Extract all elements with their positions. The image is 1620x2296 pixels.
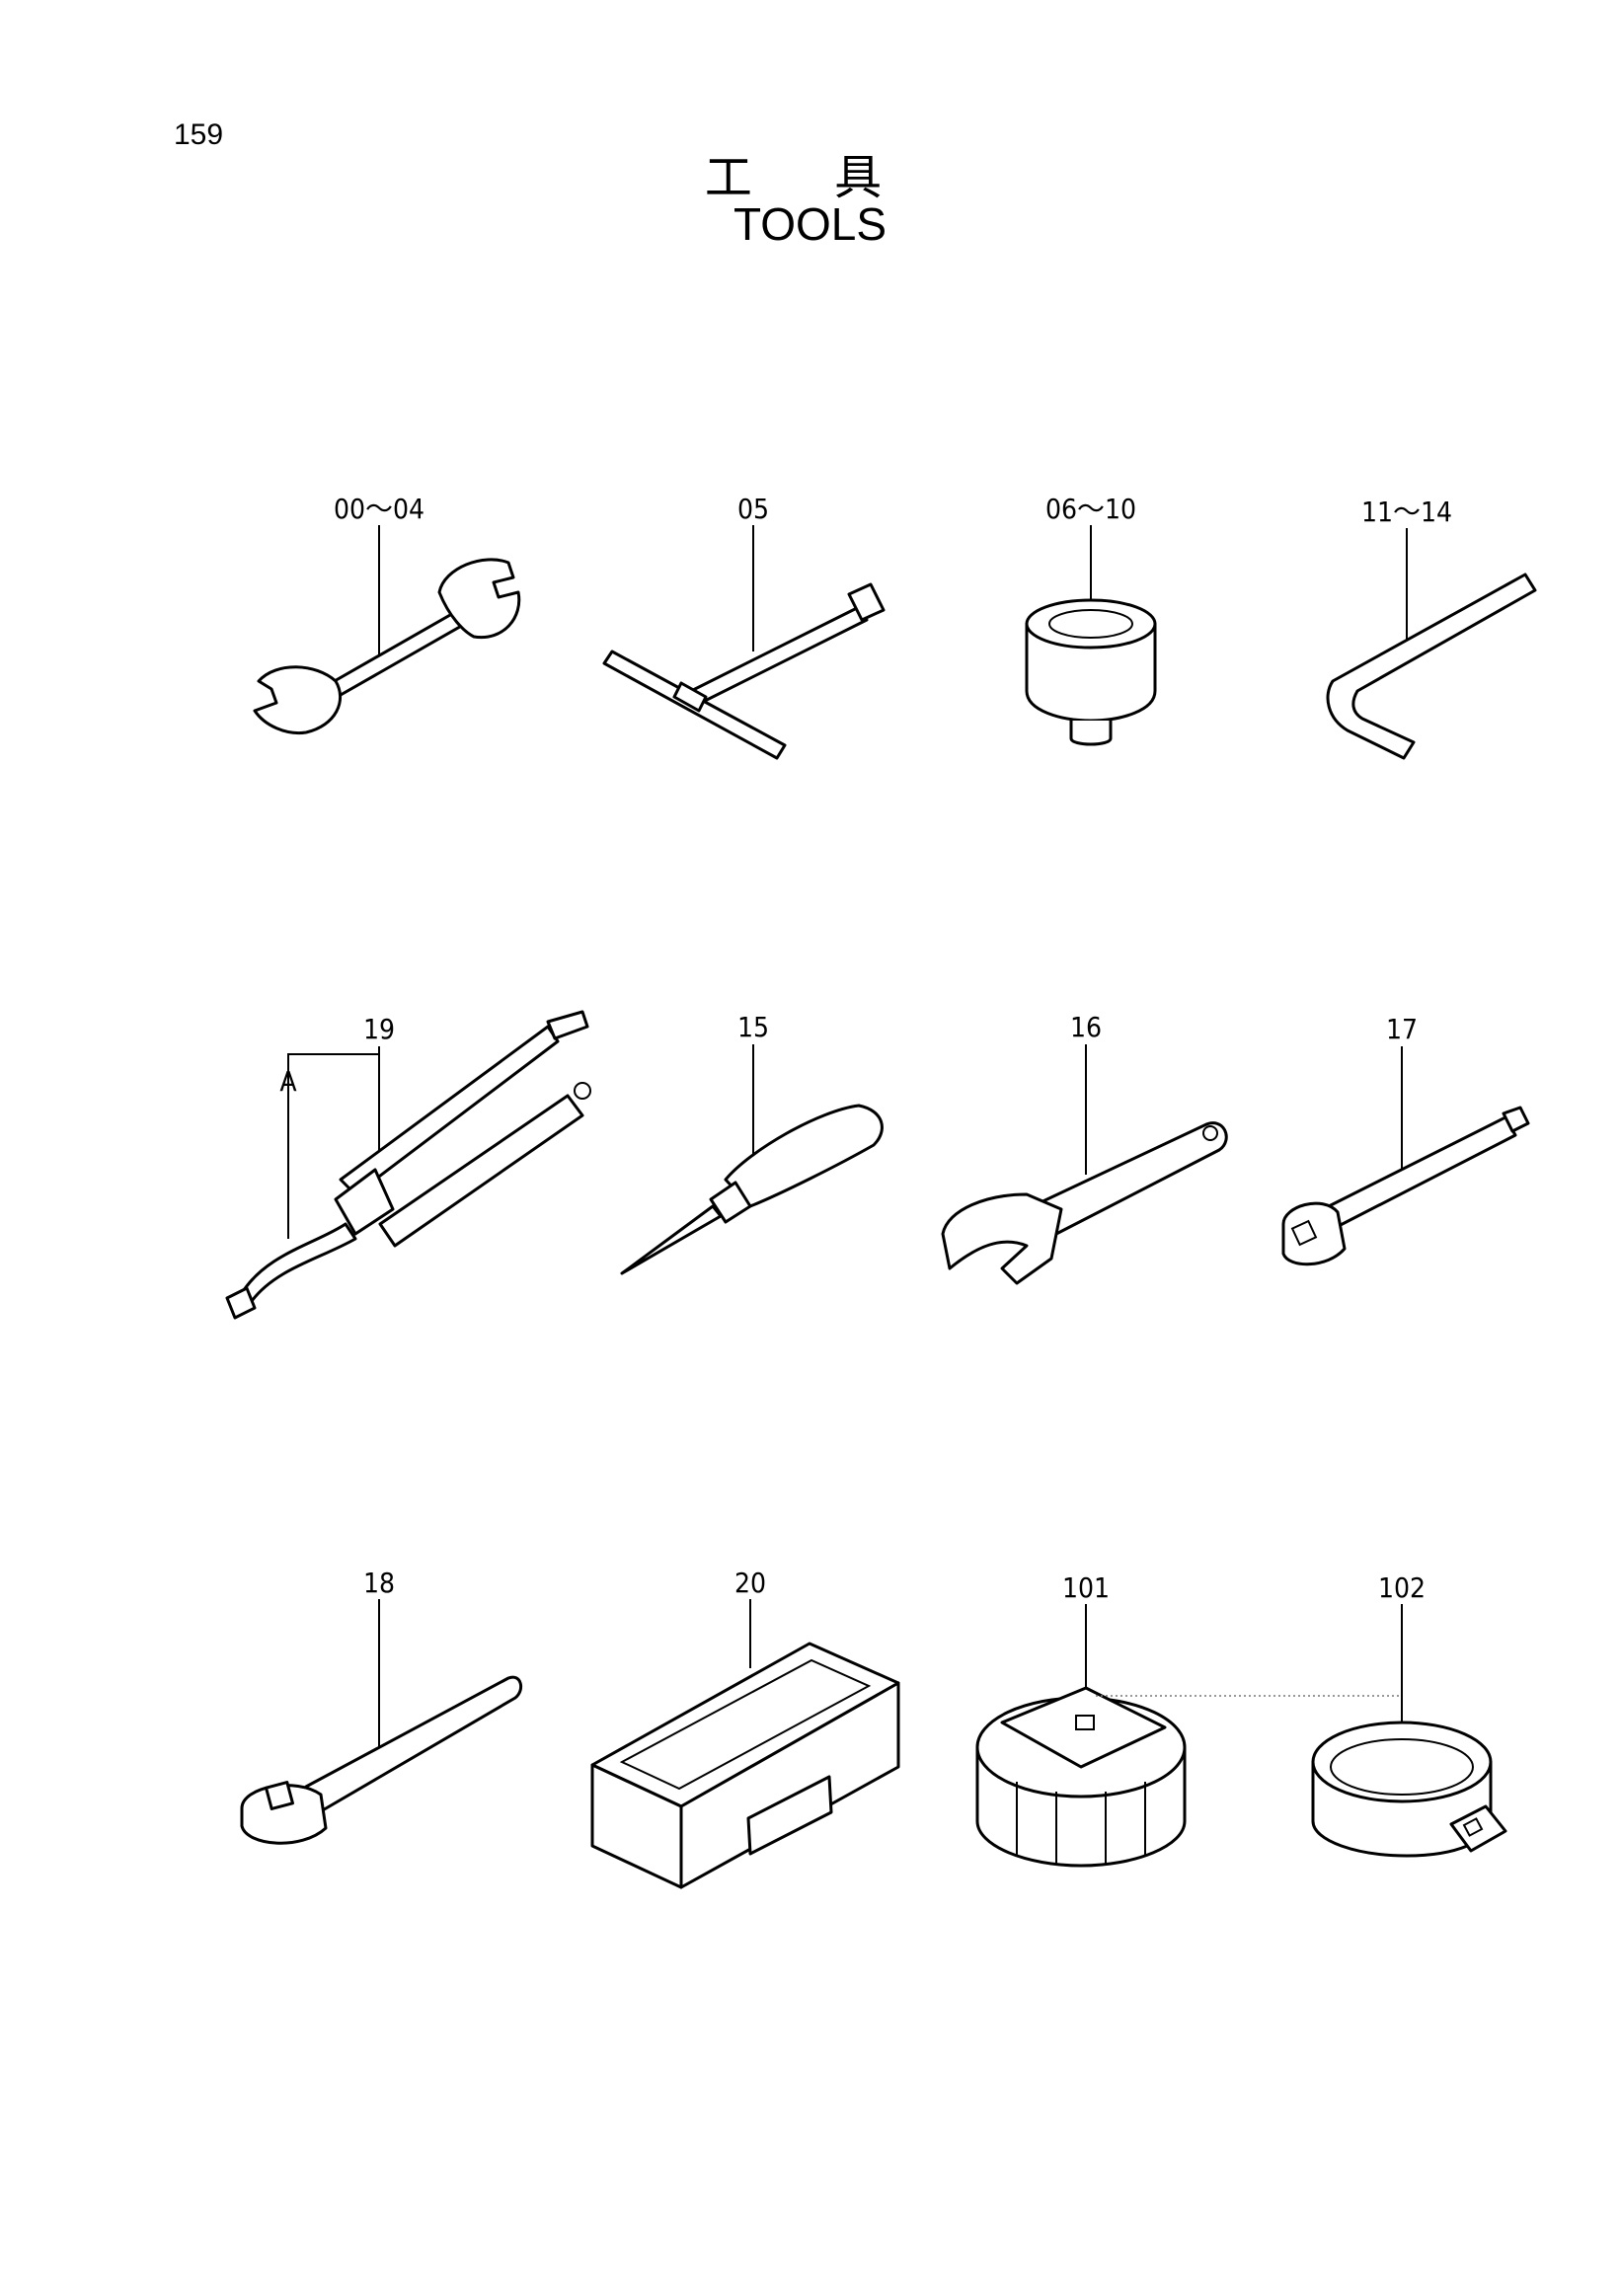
callout-screwdriver: 15 xyxy=(737,1011,769,1043)
callout-wrench: 00～04 xyxy=(334,493,424,525)
callout-t-handle: 05 xyxy=(737,493,769,525)
callout-grease-gun: 19 xyxy=(363,1013,395,1045)
callout-filter-wrench-band: 102 xyxy=(1378,1571,1426,1604)
grease-gun-icon xyxy=(225,1010,591,1320)
adjustable-wrench-icon xyxy=(941,1044,1228,1285)
socket-icon xyxy=(1025,525,1157,746)
t-handle-wrench-icon xyxy=(602,525,886,760)
callout-ratchet: 18 xyxy=(363,1567,395,1599)
callout-extension-bar: 17 xyxy=(1386,1013,1418,1045)
filter-wrench-cup-icon xyxy=(975,1604,1187,1868)
callout-adjustable-wrench: 16 xyxy=(1070,1011,1102,1043)
page-number: 159 xyxy=(174,118,224,151)
callout-hex-key: 11～14 xyxy=(1361,496,1452,528)
page-title-japanese: 工 具 xyxy=(704,150,916,205)
callout-hose-ref: A xyxy=(279,1065,297,1098)
tool-box-icon xyxy=(590,1599,900,1889)
callout-tool-box: 20 xyxy=(734,1567,766,1599)
callout-socket: 06～10 xyxy=(1045,493,1136,525)
page-title-english: TOOLS xyxy=(733,198,887,250)
screwdriver-icon xyxy=(620,1044,884,1275)
filter-wrench-band-icon xyxy=(1096,1604,1507,1858)
ratchet-handle-icon xyxy=(240,1599,523,1845)
open-end-wrench-icon xyxy=(253,525,521,735)
callout-filter-wrench-cup: 101 xyxy=(1062,1571,1110,1604)
hex-key-icon xyxy=(1326,528,1537,760)
extension-bar-icon xyxy=(1281,1046,1530,1266)
